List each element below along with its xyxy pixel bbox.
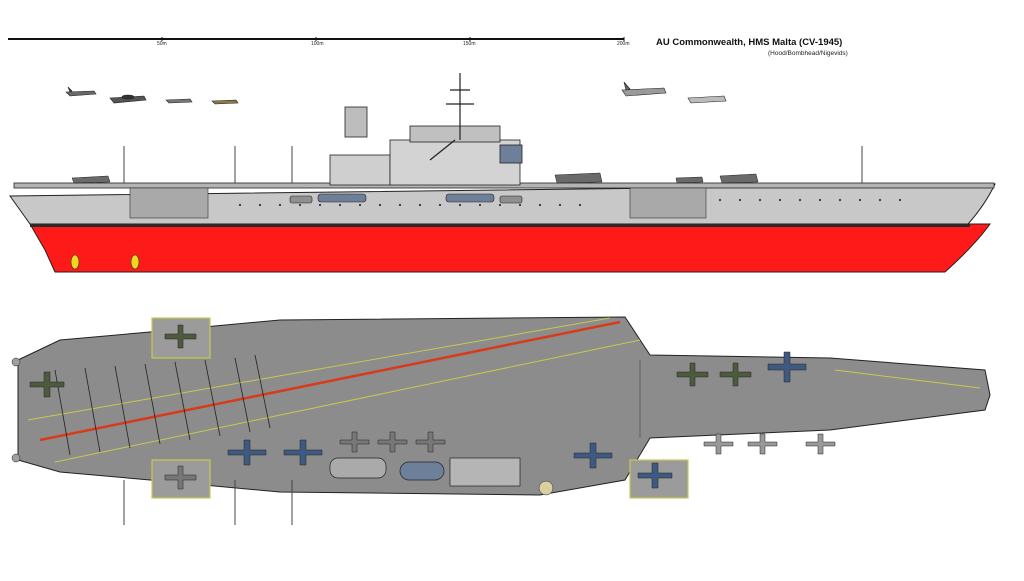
aircraft-plan-15 [637,462,673,489]
aircraft-plan-1 [29,371,65,398]
aircraft-side-6 [687,95,727,104]
scale-tick-100: 100m [311,41,324,47]
aircraft-plan-10 [719,362,752,387]
boot-topping [30,224,970,227]
island [329,106,523,186]
portholes [238,198,902,207]
plan-view [11,316,991,525]
aircraft-plan-2 [164,324,197,349]
aircraft-plan-4 [283,439,323,466]
flying-aircraft-group [65,81,727,105]
propellers [70,254,140,270]
aircraft-plan-12 [703,433,734,455]
drawing-credit: (Hood/Bombhead/Nigevids) [768,50,848,57]
aircraft-side-4 [211,99,239,105]
side-profile [9,73,996,273]
aircraft-plan-5 [339,431,370,453]
aircraft-plan-9 [676,362,709,387]
aircraft-plan-14 [805,433,836,455]
scale-bar [8,37,625,41]
aircraft-plan-13 [747,433,778,455]
aircraft-plan-7 [415,431,446,453]
mast [429,73,474,161]
scale-tick-150: 150m [463,41,476,47]
aircraft-plan-16 [164,465,197,490]
aircraft-side-1 [65,86,97,97]
aircraft-plan-8 [573,442,613,469]
scale-tick-50: 50m [157,41,167,47]
aircraft-side-5 [621,81,667,97]
aircraft-plan-3 [227,439,267,466]
landing-centerline [39,320,621,442]
aircraft-side-3 [165,98,193,104]
drawing-title: AU Commonwealth, HMS Malta (CV-1945) [656,37,843,48]
hull-below-waterline [29,223,991,273]
aircraft-plan-11 [767,351,807,383]
aircraft-plan-6 [377,431,408,453]
parked-aircraft-plan [29,324,836,490]
arrester-wires [54,354,271,456]
scale-tick-200: 200m [617,41,630,47]
island-plan [329,457,521,487]
aircraft-side-2 [109,94,147,104]
